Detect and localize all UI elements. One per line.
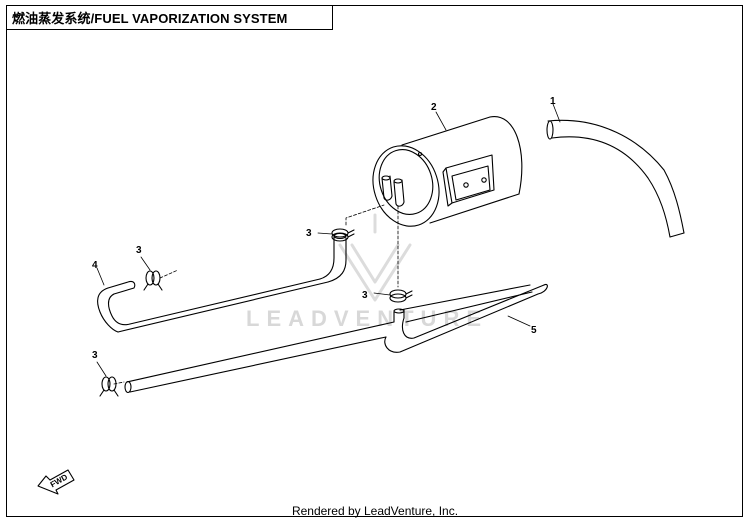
hose-clamp-2[interactable] — [389, 289, 413, 303]
fwd-label: FWD — [49, 472, 69, 489]
callout-4: 4 — [92, 260, 98, 271]
hose-clamp-3[interactable] — [143, 270, 163, 291]
callout-3-upper: 3 — [306, 228, 312, 239]
hose-clamp-1[interactable] — [331, 228, 355, 242]
title-box — [6, 5, 333, 30]
diagram-frame — [6, 5, 743, 517]
hose-clamp-4[interactable] — [99, 376, 119, 397]
callout-3-left: 3 — [136, 245, 142, 256]
vent-hose[interactable] — [546, 119, 685, 238]
charcoal-canister[interactable] — [363, 116, 523, 235]
callout-2: 2 — [431, 102, 437, 113]
diagram-title: 燃油蒸发系统/FUEL VAPORIZATION SYSTEM — [12, 11, 288, 26]
callout-1: 1 — [550, 96, 556, 107]
footer-credit: Rendered by LeadVenture, Inc. — [291, 504, 459, 518]
callout-3-lower: 3 — [92, 350, 98, 361]
purge-hose[interactable] — [97, 232, 347, 333]
fwd-arrow-icon — [37, 469, 75, 495]
watermark-logo — [338, 213, 412, 302]
callout-5: 5 — [531, 325, 537, 336]
long-hose[interactable] — [124, 283, 548, 394]
leader-lines — [96, 103, 561, 385]
callout-3-middle: 3 — [362, 290, 368, 301]
